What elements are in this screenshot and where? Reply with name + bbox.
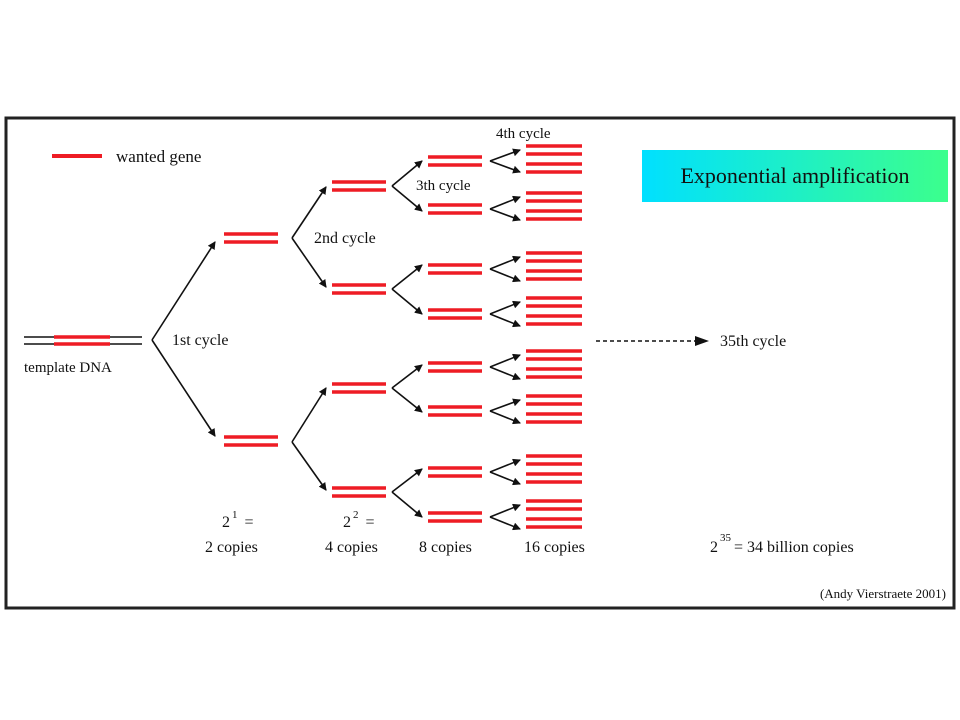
cycle1-label: 1st cycle [172,332,228,349]
c2-copies: 4 copies [325,539,378,556]
cycle4-label: 4th cycle [496,126,551,142]
template-dna [24,335,142,346]
c3-copies: 8 copies [419,539,472,556]
cycle2-arrows [291,186,327,491]
cycle1-products [224,232,278,447]
cycle3-label: 3th cycle [416,178,471,194]
cycle2-products [332,180,386,498]
legend-label: wanted gene [116,147,201,166]
cycle4-arrows [489,148,521,531]
cycle35-label: 35th cycle [720,333,786,350]
template-label: template DNA [24,360,112,376]
title-box [642,150,948,202]
cycle3-arrows [391,160,423,518]
c4-copies: 16 copies [524,539,585,556]
cycle1-arrows [151,241,216,437]
cycle2-label: 2nd cycle [314,230,376,247]
title: Exponential amplification [680,163,909,188]
cycle4-products [526,144,582,529]
credit: (Andy Vierstraete 2001) [820,586,946,601]
cycle3-products [428,155,482,523]
final-formula: 235= 34 billion copies [710,532,854,556]
c1-copies: 2 copies [205,539,258,556]
